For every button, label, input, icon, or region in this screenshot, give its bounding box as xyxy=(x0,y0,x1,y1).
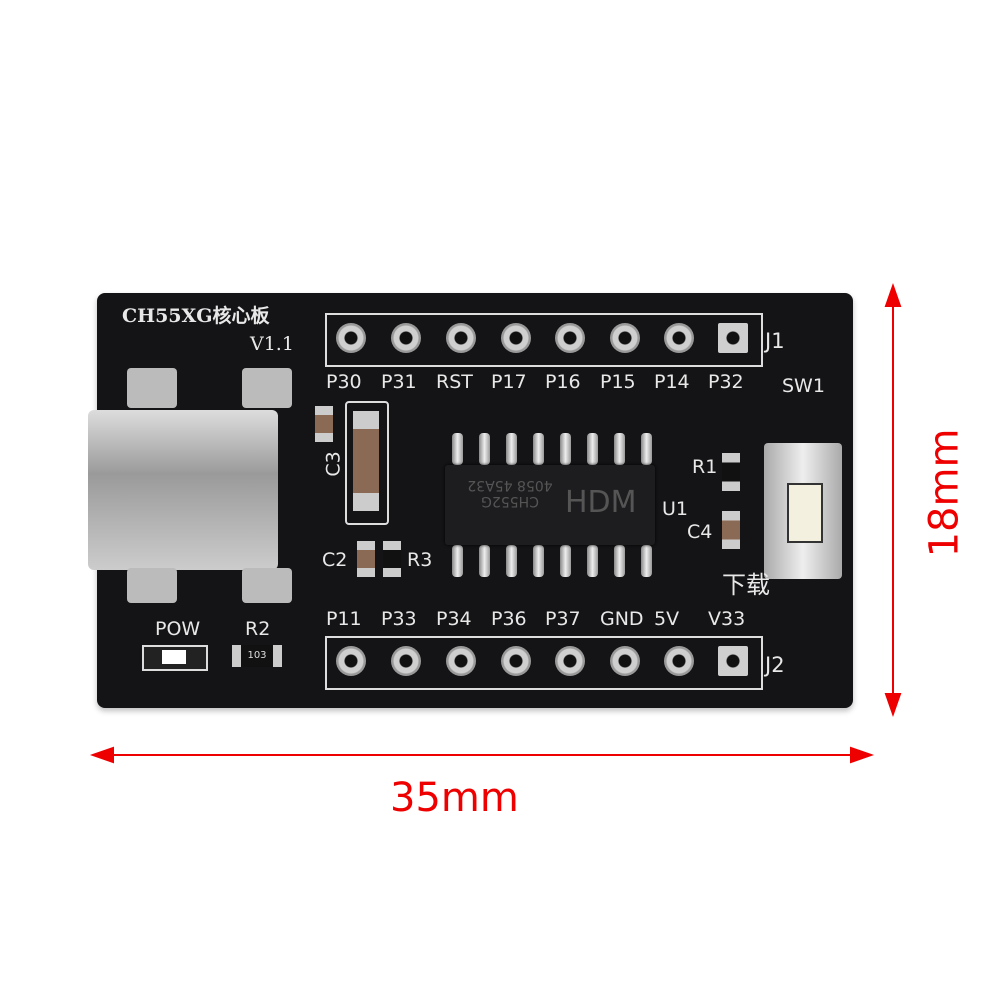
capacitor-c3 xyxy=(353,411,379,511)
r2-resistor: 103 xyxy=(232,645,282,667)
header-j2 xyxy=(325,636,763,690)
chip-lead xyxy=(506,433,517,465)
chip-lead xyxy=(533,545,544,577)
j2-pin xyxy=(446,646,476,676)
bottom-pin-label: 5V xyxy=(654,608,680,630)
power-led xyxy=(142,645,208,671)
mini-usb-connector xyxy=(88,410,278,570)
u1-label: U1 xyxy=(662,498,688,520)
chip-lead xyxy=(452,433,463,465)
bottom-pin-label: P33 xyxy=(381,608,417,630)
j2-pin xyxy=(664,646,694,676)
r2-label: R2 xyxy=(245,618,271,640)
board-title: CH55XG核心板 xyxy=(122,305,270,327)
download-button[interactable] xyxy=(764,443,842,579)
j1-pin xyxy=(501,323,531,353)
pow-label: POW xyxy=(155,618,201,640)
j1-pin xyxy=(718,323,748,353)
chip-lead xyxy=(641,433,652,465)
j2-pin xyxy=(336,646,366,676)
top-pin-label: P30 xyxy=(326,371,362,393)
top-pin-label: P16 xyxy=(545,371,581,393)
c4-label: C4 xyxy=(687,521,713,543)
width-label: 35mm xyxy=(390,775,519,821)
chip-lead xyxy=(587,545,598,577)
j2-pin xyxy=(555,646,585,676)
header-j1 xyxy=(325,313,763,367)
chip-lead xyxy=(614,545,625,577)
j1-pin xyxy=(610,323,640,353)
j2-pin xyxy=(501,646,531,676)
top-pin-label: P14 xyxy=(654,371,690,393)
c2-label: C2 xyxy=(322,549,348,571)
r1-label: R1 xyxy=(692,456,718,478)
j2-label: J2 xyxy=(765,653,785,677)
chip-lead xyxy=(614,433,625,465)
bottom-pin-label: P36 xyxy=(491,608,527,630)
bottom-pin-label: V33 xyxy=(708,608,746,630)
height-label: 18mm xyxy=(921,428,968,558)
chip-lead xyxy=(479,545,490,577)
chip-lead xyxy=(641,545,652,577)
chip-lead xyxy=(560,433,571,465)
chip-lead xyxy=(587,433,598,465)
j1-pin xyxy=(446,323,476,353)
top-pin-label: P15 xyxy=(600,371,636,393)
j1-label: J1 xyxy=(765,329,785,353)
r3-label: R3 xyxy=(407,549,433,571)
j1-pin xyxy=(391,323,421,353)
download-label: 下载 xyxy=(722,571,770,599)
top-pin-label: RST xyxy=(436,371,473,393)
top-pin-label: P31 xyxy=(381,371,417,393)
j1-pin xyxy=(336,323,366,353)
j2-pin xyxy=(391,646,421,676)
chip-lead xyxy=(479,433,490,465)
bottom-pin-label: P11 xyxy=(326,608,362,630)
board-version: V1.1 xyxy=(250,333,294,355)
top-pin-label: P32 xyxy=(708,371,744,393)
sw1-label: SW1 xyxy=(782,375,825,397)
j2-pin xyxy=(718,646,748,676)
chip-lead xyxy=(560,545,571,577)
top-pin-label: P17 xyxy=(491,371,527,393)
chip-lead xyxy=(452,545,463,577)
bottom-pin-label: P37 xyxy=(545,608,581,630)
bottom-pin-label: P34 xyxy=(436,608,472,630)
bottom-pin-label: GND xyxy=(600,608,644,630)
chip-lead xyxy=(506,545,517,577)
j1-pin xyxy=(664,323,694,353)
j1-pin xyxy=(555,323,585,353)
chip-lead xyxy=(533,433,544,465)
j2-pin xyxy=(610,646,640,676)
